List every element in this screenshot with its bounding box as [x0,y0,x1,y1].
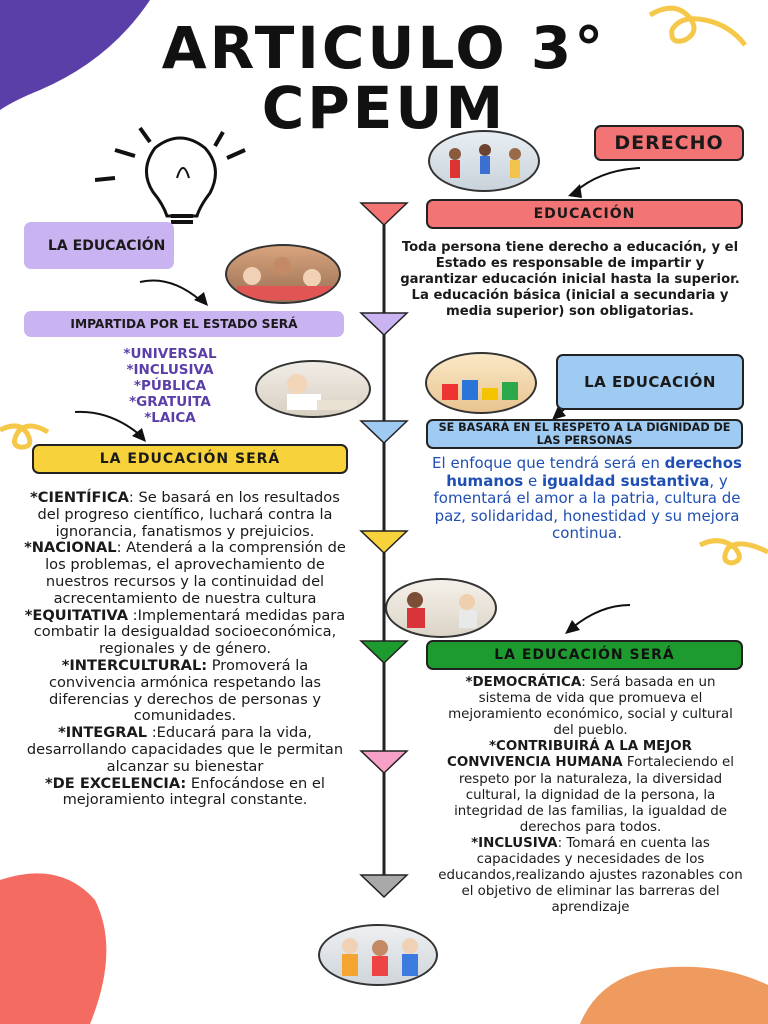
photo-kids-jumping [428,130,540,192]
title-line2: CPEUM [261,74,507,142]
educacion-label: EDUCACIÓN [426,199,743,229]
list-item: *CONTRIBUIRÁ A LA MEJOR CONVIVENCIA HUMA… [447,739,734,835]
list-item: *UNIVERSAL [123,346,217,362]
timeline-marker-purple [359,312,409,337]
timeline-marker-gray [359,874,409,899]
list-item: *PÚBLICA [133,378,207,394]
list-item: *INCLUSIVA [126,362,214,378]
arrow-icon [574,167,641,193]
photo-kids-sitting [318,924,438,986]
list-item: *INCLUSIVA: Tomará en cuenta las capacid… [438,835,743,916]
timeline-marker-green [359,640,409,665]
enfoque-text: El enfoque que tendrá será en derechos h… [432,454,742,543]
list-item: *CIENTÍFICA: Se basará en los resultados… [30,489,340,540]
photo-kids-lying [225,244,341,304]
timeline-marker-pink [359,750,409,775]
list-item: *INTEGRAL :Educará para la vida, desarro… [26,724,344,775]
photo-kids-playing [385,578,497,638]
impartida-label: IMPARTIDA POR EL ESTADO SERÁ [24,311,344,337]
timeline-marker-blue [359,420,409,445]
la-educacion-label-right: LA EDUCACIÓN [556,354,744,410]
la-educacion-sera-label-left: LA EDUCACIÓN SERÁ [32,444,348,474]
list-item: *EQUITATIVA :Implementará medidas para c… [24,606,346,658]
arrow-icon [74,410,141,436]
left-items-list: *CIENTÍFICA: Se basará en los resultados… [24,489,346,809]
list-item: *DE EXCELENCIA: Enfocándose en el mejora… [45,774,325,809]
educacion-text: Toda persona tiene derecho a educación, … [400,240,740,319]
la-educacion-sera-label-right: LA EDUCACIÓN SERÁ [426,640,743,670]
se-basara-label: SE BASARÁ EN EL RESPETO A LA DIGNIDAD DE… [426,419,743,449]
la-educacion-label-left: LA EDUCACIÓN [24,222,174,269]
lightbulb-icon [95,126,246,224]
caracteristicas-list: *UNIVERSAL *INCLUSIVA *PÚBLICA *GRATUITA… [90,346,250,426]
timeline [359,202,409,899]
derecho-label: DERECHO [594,125,744,161]
page-title: ARTICULO 3° CPEUM [0,18,768,138]
timeline-marker-red [359,202,409,227]
arrow-icon [139,279,201,301]
list-item: *LAICA [144,410,196,426]
arrow-icon [571,604,631,629]
photo-toys [425,352,537,414]
list-item: *INTERCULTURAL: Promoverá la convivencia… [48,656,321,725]
title-line1: ARTICULO 3° [161,14,607,82]
list-item: *GRATUITA [129,394,211,410]
right-items-list: *DEMOCRÁTICA: Será basada en un sistema … [438,675,743,916]
list-item: *NACIONAL: Atenderá a la comprensión de … [24,539,346,607]
list-item: *DEMOCRÁTICA: Será basada en un sistema … [448,675,733,739]
photo-child-drawing [255,360,371,418]
timeline-marker-yellow [359,530,409,555]
